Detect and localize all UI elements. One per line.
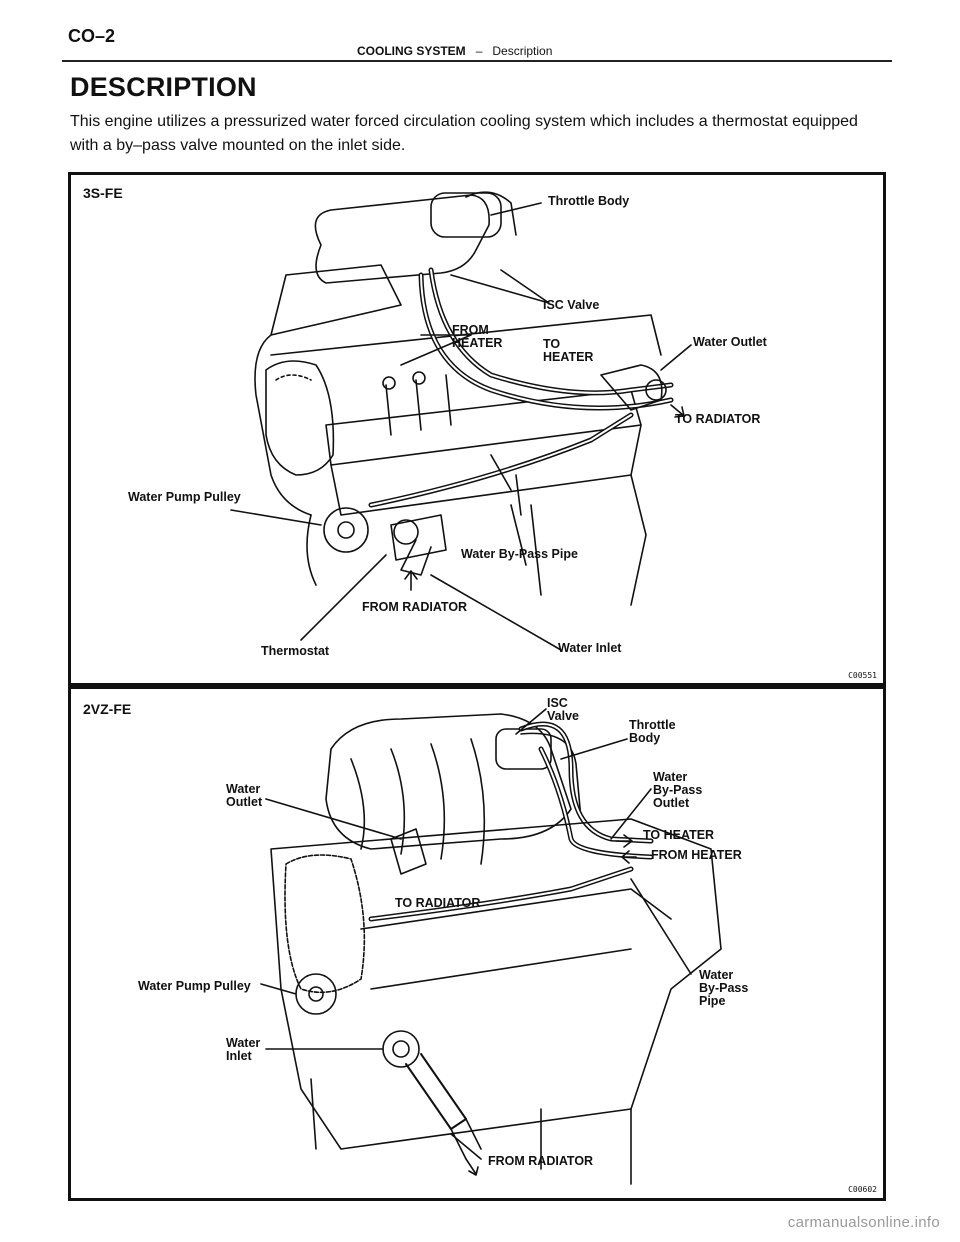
page-code: CO–2 bbox=[68, 26, 116, 46]
label-throttle-body-2vz: Throttle Body bbox=[629, 718, 676, 745]
label-to-radiator-2vz: TO RADIATOR bbox=[395, 896, 481, 910]
header-separator: – bbox=[475, 44, 483, 58]
label-water-bypass-pipe-2vz: Water By-Pass Pipe bbox=[699, 968, 749, 1008]
label-isc-valve-2vz: ISC Valve bbox=[547, 696, 579, 723]
label-water-inlet-2vz: Water Inlet bbox=[226, 1036, 261, 1063]
figure-code-2vzfe: C00602 bbox=[848, 1185, 877, 1194]
label-from-radiator-2vz: FROM RADIATOR bbox=[488, 1154, 594, 1168]
model-label-3sfe: 3S-FE bbox=[83, 185, 123, 201]
figure-3sfe: 3S-FE C00551 Throttle Body ISC Valve FRO… bbox=[68, 172, 886, 686]
model-label-2vzfe: 2VZ-FE bbox=[83, 701, 132, 717]
label-to-radiator: TO RADIATOR bbox=[675, 412, 761, 426]
label-water-pump-pulley-2vz: Water Pump Pulley bbox=[138, 979, 251, 993]
label-from-radiator: FROM RADIATOR bbox=[362, 600, 468, 614]
label-to-heater-2vz: TO HEATER bbox=[643, 828, 715, 842]
engine-drawing-2vzfe bbox=[260, 708, 722, 1185]
label-from-heater: FROM HEATER bbox=[452, 323, 503, 350]
label-water-bypass-outlet: Water By-Pass Outlet bbox=[653, 770, 703, 810]
label-isc-valve: ISC Valve bbox=[543, 298, 600, 312]
figure-code-3sfe: C00551 bbox=[848, 671, 877, 680]
figure-2vzfe: 2VZ-FE C00602 ISC Valve Throttle Body Wa… bbox=[68, 686, 886, 1201]
label-water-pump-pulley: Water Pump Pulley bbox=[128, 490, 241, 504]
label-water-inlet: Water Inlet bbox=[558, 641, 622, 655]
label-water-outlet: Water Outlet bbox=[693, 335, 767, 349]
label-from-heater-2vz: FROM HEATER bbox=[651, 848, 742, 862]
label-water-outlet-2vz: Water Outlet bbox=[226, 782, 263, 809]
label-thermostat: Thermostat bbox=[261, 644, 330, 658]
header-system: COOLING SYSTEM bbox=[357, 44, 466, 58]
running-header: COOLING SYSTEM–Description bbox=[357, 44, 552, 58]
label-to-heater: TO HEATER bbox=[543, 337, 594, 364]
label-throttle-body: Throttle Body bbox=[548, 194, 630, 208]
watermark: carmanualsonline.info bbox=[787, 1214, 940, 1231]
engine-drawing-3sfe bbox=[230, 191, 692, 651]
header-section: Description bbox=[492, 44, 553, 58]
header-rule bbox=[62, 60, 892, 62]
label-water-bypass-pipe: Water By-Pass Pipe bbox=[461, 547, 578, 561]
intro-paragraph: This engine utilizes a pressurized water… bbox=[70, 113, 858, 154]
page-title: DESCRIPTION bbox=[70, 72, 257, 102]
